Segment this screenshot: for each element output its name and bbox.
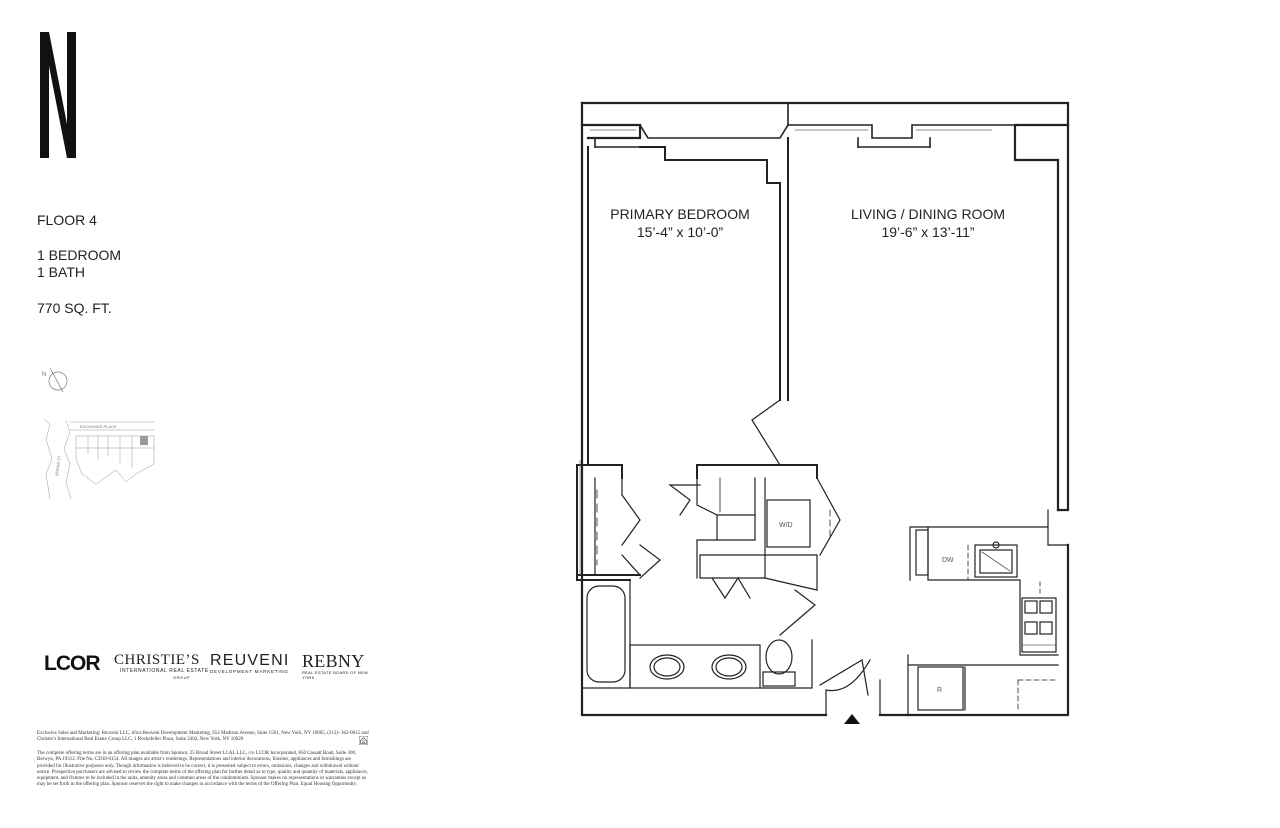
rebny-logo: REBNY: [302, 651, 365, 671]
floor-plan: W/D DW R: [576, 101, 1070, 724]
legal-disclaimer: The complete offering terms are in an of…: [37, 751, 368, 788]
key-plan-street-left: BROAD ST: [54, 455, 62, 476]
christies-logo-group: GROUP: [173, 675, 191, 680]
christies-logo: CHRISTIE’S: [114, 652, 200, 668]
living-dining-dimensions: 19’-6” x 13’-11”: [881, 224, 975, 240]
christies-logo-subtitle: INTERNATIONAL REAL ESTATE: [120, 668, 209, 674]
equal-housing-icon: [359, 736, 368, 745]
living-dining-name: LIVING / DINING ROOM: [850, 206, 1005, 222]
window-bays: [589, 102, 1016, 148]
floor-number: FLOOR 4: [37, 212, 97, 228]
bedroom-count: 1 BEDROOM: [37, 247, 122, 263]
logo-bar: LCOR CHRISTIE’S INTERNATIONAL REAL ESTAT…: [40, 648, 380, 684]
lcor-logo: LCOR: [44, 652, 100, 675]
bathroom: [581, 579, 869, 696]
key-plan-streets: [43, 418, 155, 500]
primary-bedroom-dimensions: 15’-4” x 10’-0”: [636, 224, 724, 240]
compass-icon: N: [42, 367, 68, 393]
key-plan-street-top: EXCHANGE PLACE: [80, 424, 117, 429]
primary-bedroom-name: PRIMARY BEDROOM: [610, 206, 750, 222]
kitchen: [907, 509, 1069, 716]
key-plan: N EXCHANGE PLACE BROAD ST: [42, 367, 155, 500]
reuveni-logo: REUVENI: [210, 652, 290, 669]
entry-arrow-icon: [844, 714, 860, 724]
primary-bedroom-label: PRIMARY BEDROOM 15’-4” x 10’-0”: [600, 205, 760, 241]
bath-count: 1 BATH: [37, 264, 85, 280]
square-footage: 770 SQ. FT.: [37, 300, 112, 316]
refrigerator-label: R: [937, 687, 942, 694]
washer-dryer-label: W/D: [779, 522, 793, 529]
rebny-logo-subtitle: REAL ESTATE BOARD OF NEW YORK: [302, 670, 369, 680]
reuveni-logo-subtitle: DEVELOPMENT MARKETING: [210, 669, 289, 674]
key-plan-unit-highlight: [140, 436, 148, 445]
exterior-walls: [580, 101, 1070, 717]
brand-n-logo: N: [40, 32, 76, 158]
doors: [639, 399, 881, 716]
dishwasher-label: DW: [942, 557, 954, 564]
closets: [594, 477, 841, 600]
svg-text:N: N: [42, 372, 46, 378]
living-dining-label: LIVING / DINING ROOM 19’-6” x 13’-11”: [836, 205, 1020, 241]
sales-disclaimer: Exclusive Sales and Marketing: Reuveni L…: [37, 731, 369, 743]
